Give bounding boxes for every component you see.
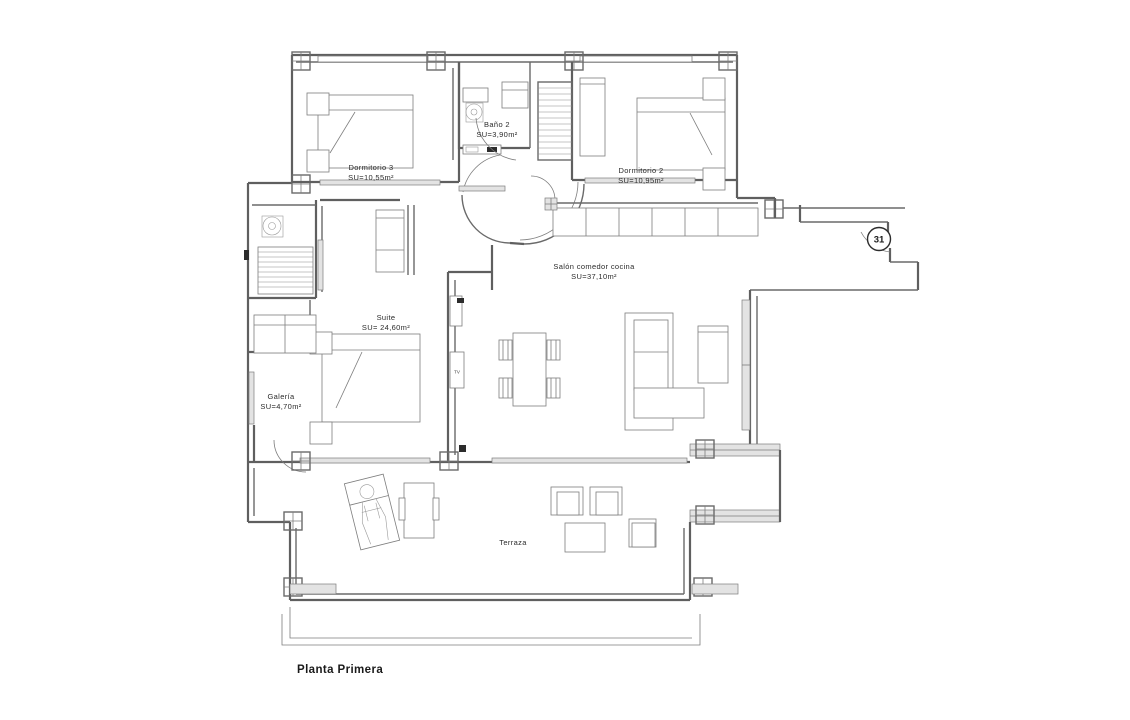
terrace-outline (246, 462, 739, 646)
sun-lounger (343, 473, 440, 551)
structural-column (291, 51, 311, 71)
landing-right (689, 439, 782, 525)
room-label-suite: Suite SU= 24,60m² (362, 313, 410, 332)
room-name: Suite (376, 313, 396, 322)
terrace-seating (550, 486, 657, 553)
structural-column (718, 51, 738, 71)
dining-set (498, 332, 561, 407)
room-label-dormitorio-3: Dormitorio 3 SU=10,55m² (348, 163, 394, 182)
room-name: Dormitorio 2 (618, 166, 664, 175)
sofa-set (624, 312, 729, 431)
page-title: Planta Primera (297, 664, 384, 676)
room-label-bano-2: Baño 2 SU=3,90m² (476, 120, 517, 139)
room-name: Salón comedor cocina (553, 262, 635, 271)
room-area: SU=3,90m² (476, 129, 518, 139)
window-openings (248, 177, 696, 471)
room-area: SU=10,55m² (348, 172, 394, 182)
room-label-salon-comedor-cocina: Salón comedor cocina SU=37,10m² (553, 262, 634, 281)
bed-dormitorio-3 (306, 92, 414, 173)
corridor-fixtures (449, 295, 466, 452)
balcony-right (748, 198, 920, 452)
suite-bathroom-fixtures (244, 215, 314, 295)
room-area: SU=10,95m² (618, 175, 664, 185)
room-name: Baño 2 (484, 120, 510, 129)
structural-column (564, 51, 584, 71)
room-name: Dormitorio 3 (348, 163, 394, 172)
unit-marker-circle (866, 226, 892, 252)
suite-closet (320, 198, 415, 275)
structural-column (426, 51, 446, 71)
bed-dormitorio-2 (579, 77, 726, 191)
room-area: SU= 24,60m² (361, 322, 411, 332)
galeria-furniture (252, 314, 317, 462)
room-label-dormitorio-2: Dormitorio 2 SU=10,95m² (618, 166, 664, 185)
room-area: SU=4,70m² (260, 401, 302, 411)
glazing-right (741, 299, 751, 431)
room-label-terraza: Terraza (499, 538, 526, 548)
bathroom-2-fixtures (457, 62, 531, 155)
kitchen-counter (544, 197, 759, 237)
structural-column (291, 174, 311, 194)
room-area: SU=37,10m² (571, 271, 617, 281)
room-label-galeria: Galería SU=4,70m² (260, 392, 301, 411)
staircase-upper (537, 81, 573, 161)
room-name: Galería (267, 392, 295, 401)
bed-suite (309, 331, 421, 445)
tv-annotation: TV (454, 369, 460, 375)
unit-marker-label: 31 (873, 234, 885, 246)
room-name: Terraza (499, 538, 527, 547)
